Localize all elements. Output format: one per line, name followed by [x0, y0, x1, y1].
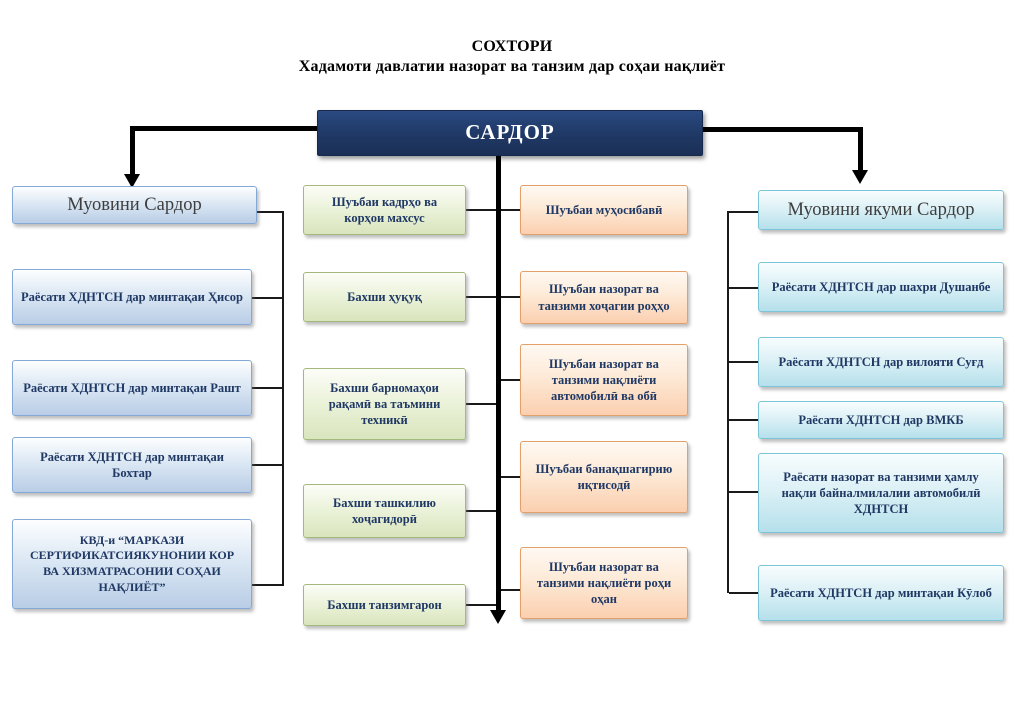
right-deputy-header: Муовини якуми Сардор — [758, 190, 1004, 230]
arrowhead-spine-bottom — [490, 610, 506, 624]
org-box-huquq: Бахши ҳуқуқ — [303, 272, 466, 322]
connector-root-right-vertical — [858, 127, 863, 172]
chart-title-line1: СОХТОРИ — [471, 38, 553, 55]
org-box-tanzimgaron: Бахши танзимгарон — [303, 584, 466, 626]
connector-right-item5-stub — [729, 592, 758, 594]
org-box-tashkiliyu: Бахши ташкилию хоҷагидорӣ — [303, 484, 466, 538]
org-box-bokhtar: Раёсати ХДНТСН дар минтақаи Бохтар — [12, 437, 252, 493]
connector-green1-stub — [466, 209, 496, 211]
connector-right-item4-stub — [729, 491, 758, 493]
org-box-kvd-markazi: КВД-и “МАРКАЗИ СЕРТИФИКАТСИЯКУНОНИИ КОР … — [12, 519, 252, 609]
arrowhead-right — [852, 170, 868, 184]
connector-right-header-stub — [729, 211, 758, 213]
connector-root-left-horizontal — [130, 126, 317, 131]
org-box-rasht: Раёсати ХДНТСН дар минтақаи Рашт — [12, 360, 252, 416]
connector-root-right-horizontal — [703, 127, 862, 132]
org-box-dushanbe: Раёсати ХДНТСН дар шахри Душанбе — [758, 262, 1004, 312]
connector-orange5-stub — [501, 589, 520, 591]
connector-orange2-stub — [501, 296, 520, 298]
org-box-muhosibavi: Шуъбаи муҳосибавӣ — [520, 185, 688, 235]
connector-right-item2-stub — [729, 361, 758, 363]
connector-green5-stub — [466, 604, 496, 606]
connector-green4-stub — [466, 510, 496, 512]
connector-right-item3-stub — [729, 419, 758, 421]
connector-left-item1-stub — [252, 297, 284, 299]
connector-left-column-vertical — [282, 211, 284, 585]
connector-orange4-stub — [501, 476, 520, 478]
connector-right-column-vertical — [727, 211, 729, 593]
left-deputy-header: Муовини Сардор — [12, 186, 257, 224]
org-box-vmkb: Раёсати ХДНТСН дар ВМКБ — [758, 401, 1004, 439]
org-box-hisor: Раёсати ХДНТСН дар минтақаи Ҳисор — [12, 269, 252, 325]
root-box-sardor: САРДОР — [317, 110, 703, 156]
org-box-sughd: Раёсати ХДНТСН дар вилояти Суғд — [758, 337, 1004, 387]
org-box-baynalmilali: Раёсати назорат ва танзими ҳамлу нақли б… — [758, 453, 1004, 533]
org-box-khojagii-rohho: Шуъбаи назорат ва танзими хоҷагии роҳҳо — [520, 271, 688, 324]
connector-left-item3-stub — [252, 464, 284, 466]
org-box-avtomobili-obi: Шуъбаи назорат ва танзими нақлиёти автом… — [520, 344, 688, 416]
org-box-rohi-ohan: Шуъбаи назорат ва танзими нақлиёти роҳи … — [520, 547, 688, 619]
connector-root-left-vertical — [130, 126, 135, 176]
connector-central-spine — [496, 156, 501, 612]
connector-right-item1-stub — [729, 287, 758, 289]
connector-left-header-stub — [257, 211, 284, 213]
org-box-kulob: Раёсати ХДНТСН дар минтақаи Кӯлоб — [758, 565, 1004, 621]
chart-title-line2: Хадамоти давлатии назорат ва танзим дар … — [298, 58, 726, 75]
connector-orange1-stub — [501, 209, 520, 211]
org-box-banaqshagiriyu: Шуъбаи банақшагирию иқтисодӣ — [520, 441, 688, 513]
arrowhead-left — [124, 174, 140, 188]
connector-left-item2-stub — [252, 387, 284, 389]
connector-orange3-stub — [501, 379, 520, 381]
org-box-kadrho: Шуъбаи кадрҳо ва корҳои махсус — [303, 185, 466, 235]
connector-green2-stub — [466, 296, 496, 298]
connector-green3-stub — [466, 403, 496, 405]
org-box-barnomaho: Бахши барномаҳои рақамӣ ва таъмини техни… — [303, 368, 466, 440]
connector-left-item4-stub — [252, 584, 284, 586]
